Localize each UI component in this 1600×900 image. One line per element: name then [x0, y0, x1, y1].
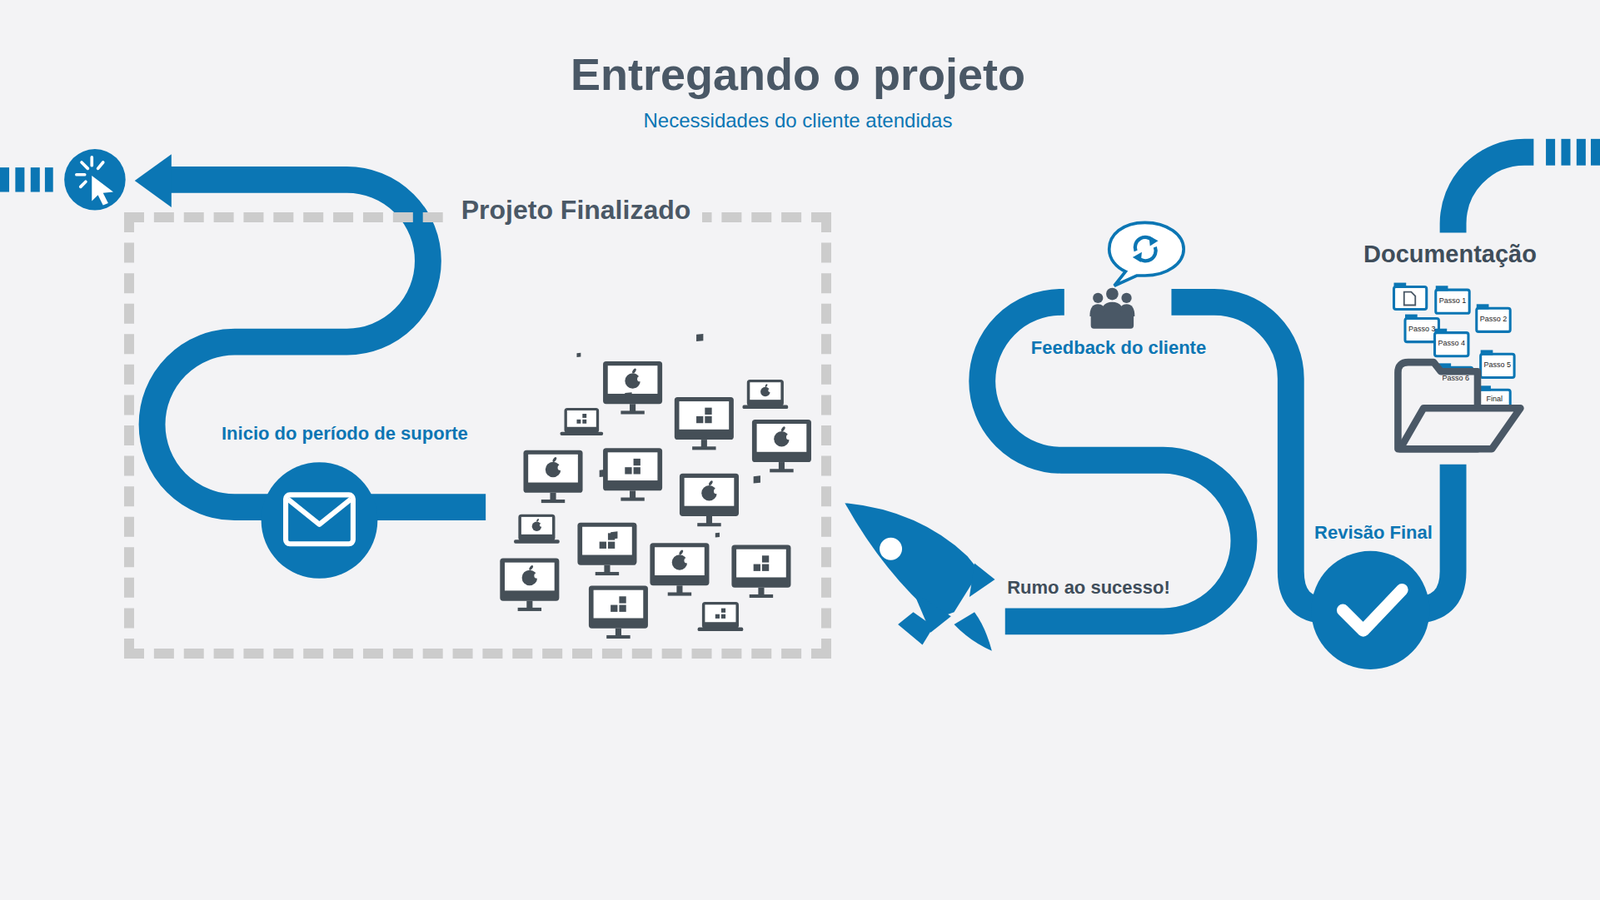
- computer-icon: [499, 558, 559, 612]
- feedback-icon: [1089, 222, 1184, 329]
- folder-label: Final: [1485, 394, 1503, 404]
- folder-label: Passo 6: [1441, 373, 1470, 383]
- road-top: [1453, 152, 1535, 234]
- step-label: Feedback do cliente: [1031, 337, 1207, 359]
- computer-icon: [752, 419, 812, 473]
- computer-icon: [577, 469, 637, 576]
- computer-icon: [559, 353, 604, 436]
- region-heading: Projeto Finalizado: [449, 194, 703, 226]
- computer-icon: [742, 379, 789, 409]
- road-s: [981, 302, 1244, 622]
- computer-icon: [513, 514, 560, 544]
- check-icon: [1310, 551, 1430, 670]
- rocket-icon: [844, 503, 995, 652]
- subtitle: Necessidades do cliente atendidas: [643, 109, 953, 133]
- step-label: Rumo ao sucesso!: [1006, 577, 1171, 599]
- step-label: Documentação: [1363, 240, 1537, 269]
- road-left: [152, 179, 487, 508]
- arrow-head: [134, 154, 172, 208]
- computer-icon: [603, 361, 663, 414]
- step-label: Revisão Final: [1314, 522, 1433, 544]
- computer-icon: [588, 531, 648, 639]
- folder-label: Passo 1: [1439, 296, 1467, 305]
- computer-icon: [523, 450, 583, 504]
- page-title: Entregando o projeto: [570, 48, 1026, 100]
- cursor-icon: [64, 149, 126, 211]
- computer-icon: [731, 475, 791, 599]
- folder-label: Passo 4: [1437, 338, 1466, 348]
- computer-group: [499, 333, 812, 639]
- computer-icon: [603, 392, 663, 501]
- computer-icon: [697, 533, 744, 632]
- road-dashes: [0, 139, 1600, 193]
- computer-icon: [679, 473, 739, 527]
- folder-label: Passo 3: [1408, 324, 1436, 334]
- folder-label: Passo 2: [1480, 314, 1508, 324]
- computer-icon: [649, 543, 709, 596]
- big-folder: [1397, 362, 1521, 449]
- computer-icon: [674, 333, 734, 450]
- envelope-icon: [261, 462, 379, 579]
- folder-label: Passo 5: [1484, 360, 1512, 369]
- step-label: Inicio do período de suporte: [221, 423, 469, 444]
